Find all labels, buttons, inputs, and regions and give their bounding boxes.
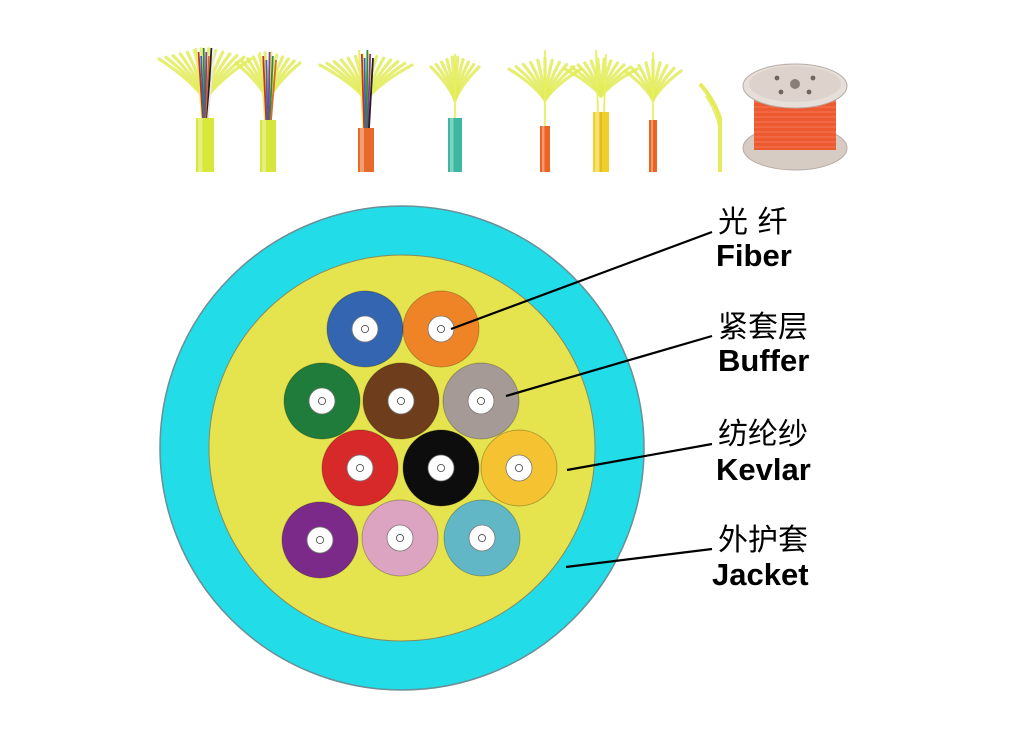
- cable-jacket: [649, 120, 657, 172]
- leader-lines: [450, 230, 713, 569]
- kevlar-label-cn: 纺纶纱: [718, 417, 808, 452]
- cable-jacket: [358, 128, 374, 172]
- fiber-strand: [204, 51, 208, 119]
- fiber-unit-brown: [362, 362, 440, 440]
- fiber-strand: [205, 55, 210, 119]
- fiber-unit-yellow: [480, 429, 558, 507]
- fiber-unit-orange: [402, 290, 480, 368]
- fiber-label-en: Fiber: [716, 238, 792, 273]
- fiber-core: [477, 533, 487, 543]
- reel-bolt: [778, 89, 784, 95]
- fiber-core: [395, 533, 405, 543]
- tight-buffered-fiber-units: [281, 290, 558, 579]
- fiber-strand: [365, 49, 369, 129]
- cable-jacket: [593, 112, 609, 172]
- fiber-unit-green: [283, 362, 361, 440]
- reel-bolt: [810, 75, 816, 81]
- fiber-unit-rose: [361, 499, 439, 577]
- cable-jacket: [260, 120, 276, 172]
- jacket-highlight: [595, 112, 599, 172]
- photo-cable-multi-fiber-orange: [318, 49, 414, 172]
- layer-labels: 光 纤 Fiber 紧套层 Buffer 纺纶纱 Kevlar 外护套 Jack…: [712, 205, 811, 592]
- jacket-highlight: [651, 120, 653, 172]
- fiber-strand: [268, 55, 274, 121]
- fiber-unit-aqua: [443, 499, 521, 577]
- fiber-core: [315, 535, 325, 545]
- fiber-strand: [595, 49, 599, 113]
- photo-cable-simplex-orange: [507, 50, 583, 172]
- fiber-core: [514, 463, 524, 473]
- buffer-label-cn: 紧套层: [718, 310, 808, 345]
- bare-fiber: [698, 82, 722, 172]
- reel-hub-icon: [790, 79, 800, 89]
- fiber-unit-red: [321, 429, 399, 507]
- fiber-strand: [206, 47, 213, 119]
- jacket-highlight: [262, 120, 266, 172]
- fiber-core: [317, 396, 327, 406]
- fiber-strand: [200, 55, 205, 119]
- photo-cable-bare-yellow: [698, 82, 722, 172]
- fiber-unit-violet: [281, 501, 359, 579]
- fiber-leader-line: [450, 230, 713, 331]
- jacket-label-cn: 外护套: [718, 523, 808, 558]
- reel-bolt: [774, 75, 780, 81]
- fiber-label-cn: 光 纤: [718, 205, 788, 240]
- fiber-unit-gray: [442, 362, 520, 440]
- fiber-strand: [259, 51, 266, 121]
- photo-cable-reel-orange: [742, 63, 848, 171]
- fiber-strand: [366, 53, 372, 129]
- photo-cable-12-fiber-yellow: [157, 47, 253, 172]
- jacket-highlight: [542, 126, 545, 172]
- fiber-strand: [197, 51, 204, 119]
- product-photo-strip: [157, 47, 848, 172]
- fiber-strand: [267, 51, 271, 121]
- fiber-strand: [195, 47, 203, 119]
- fiber-core: [355, 463, 365, 473]
- buffer-leader-line: [505, 334, 713, 398]
- jacket-leader-line: [565, 547, 713, 569]
- photo-cable-simplex-orange-thin: [623, 52, 683, 172]
- fiber-strand: [207, 51, 215, 119]
- fiber-core: [396, 396, 406, 406]
- cable-jacket: [196, 118, 214, 172]
- kevlar-strand: [704, 95, 722, 131]
- fiber-strand: [202, 47, 206, 119]
- cable-jacket: [540, 126, 550, 172]
- jacket-highlight: [450, 118, 454, 172]
- kevlar-leader-line: [566, 442, 713, 472]
- kevlar-strand: [453, 65, 481, 102]
- fiber-core: [436, 463, 446, 473]
- fiber-strand: [270, 59, 277, 121]
- fiber-strand: [262, 55, 268, 121]
- cable-jacket: [448, 118, 462, 172]
- jacket-label-en: Jacket: [712, 557, 809, 592]
- fiber-strand: [360, 53, 366, 129]
- kevlar-strand: [651, 69, 683, 102]
- kevlar-label-en: Kevlar: [716, 452, 811, 487]
- fiber-core: [476, 396, 486, 406]
- fiber-core: [436, 324, 446, 334]
- fiber-strand: [265, 59, 269, 121]
- photo-cable-duplex-yellow: [563, 49, 639, 172]
- jacket-highlight: [360, 128, 364, 172]
- fiber-strand: [363, 57, 367, 129]
- fiber-strand: [368, 57, 374, 129]
- jacket-highlight: [198, 118, 203, 172]
- fiber-core: [360, 324, 370, 334]
- fiber-unit-black: [402, 429, 480, 507]
- photo-cable-simplex-aqua: [429, 54, 481, 172]
- fiber-unit-blue: [326, 290, 404, 368]
- fiber-strand: [603, 53, 607, 113]
- cable-cross-section: [159, 205, 645, 691]
- photo-cable-multi-fiber-yellowgreen: [234, 51, 302, 172]
- fiber-strand: [358, 49, 364, 129]
- reel-bolt: [806, 89, 812, 95]
- buffer-label-en: Buffer: [718, 343, 809, 378]
